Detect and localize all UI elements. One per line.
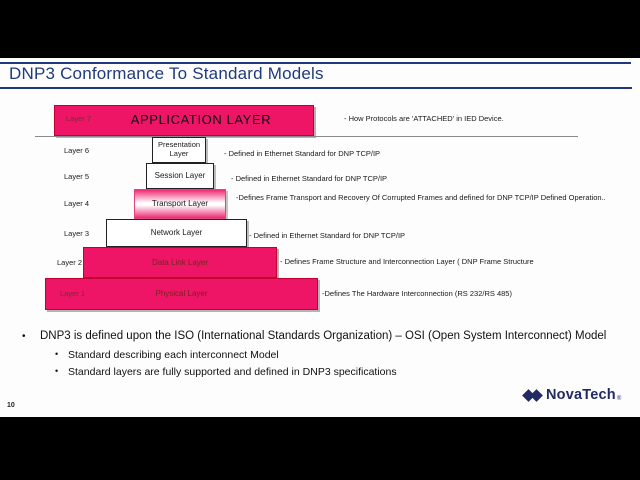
bullet-sub-2: • Standard layers are fully supported an… <box>55 366 397 378</box>
bullet-main: • DNP3 is defined upon the ISO (Internat… <box>22 330 628 342</box>
layer4-note: -Defines Frame Transport and Recovery Of… <box>236 193 606 202</box>
layer7-application-box: APPLICATION LAYER <box>54 105 314 136</box>
novatech-logo: NovaTech ® <box>522 387 622 403</box>
layer1-physical-box: Physical Layer <box>45 278 318 310</box>
presentation-slide: DNP3 Conformance To Standard Models APPL… <box>0 58 640 417</box>
registered-mark: ® <box>616 396 622 402</box>
layer5-session-box: Session Layer <box>146 163 214 189</box>
layer2-label: Layer 2 <box>57 258 83 267</box>
layer5-label: Layer 5 <box>64 172 90 181</box>
novatech-diamond-icon <box>530 388 543 402</box>
layer7-note: - How Protocols are 'ATTACHED' in IED De… <box>344 114 504 123</box>
layer1-label: Layer 1 <box>60 289 86 298</box>
bullet-dot: • <box>55 349 59 359</box>
bullet-dot: • <box>22 331 26 342</box>
novatech-logo-text: NovaTech <box>546 387 616 403</box>
bullet-sub1-text: Standard describing each interconnect Mo… <box>68 349 279 361</box>
layer3-network-box: Network Layer <box>106 219 247 247</box>
title-rule-top <box>0 62 631 64</box>
page-title: DNP3 Conformance To Standard Models <box>9 64 324 83</box>
layer4-transport-box: Transport Layer <box>134 189 226 219</box>
layer7-label: Layer 7 <box>66 114 92 123</box>
layer7-box-title: APPLICATION LAYER <box>130 112 272 128</box>
bullet-sub2-text: Standard layers are fully supported and … <box>68 366 397 378</box>
layer5-note: - Defined in Ethernet Standard for DNP T… <box>231 174 388 183</box>
bullet-main-text: DNP3 is defined upon the ISO (Internatio… <box>40 330 607 342</box>
layer6-note: - Defined in Ethernet Standard for DNP T… <box>224 149 381 158</box>
slide-page-number: 10 <box>7 402 15 409</box>
layer4-label: Layer 4 <box>64 199 90 208</box>
layer3-note: - Defined in Ethernet Standard for DNP T… <box>249 231 406 240</box>
bullet-dot: • <box>55 366 59 376</box>
layer7-shelf-line <box>35 136 578 137</box>
layer6-presentation-box: Presentation Layer <box>152 137 206 163</box>
layer2-datalink-box: Data Link Layer <box>83 247 277 278</box>
layer6-label: Layer 6 <box>64 146 90 155</box>
layer3-label: Layer 3 <box>64 229 90 238</box>
layer1-note: -Defines The Hardware Interconnection (R… <box>322 289 512 298</box>
bullet-sub-1: • Standard describing each interconnect … <box>55 349 279 361</box>
title-rule-bottom <box>0 87 632 89</box>
layer2-note: - Defines Frame Structure and Interconne… <box>280 257 534 266</box>
